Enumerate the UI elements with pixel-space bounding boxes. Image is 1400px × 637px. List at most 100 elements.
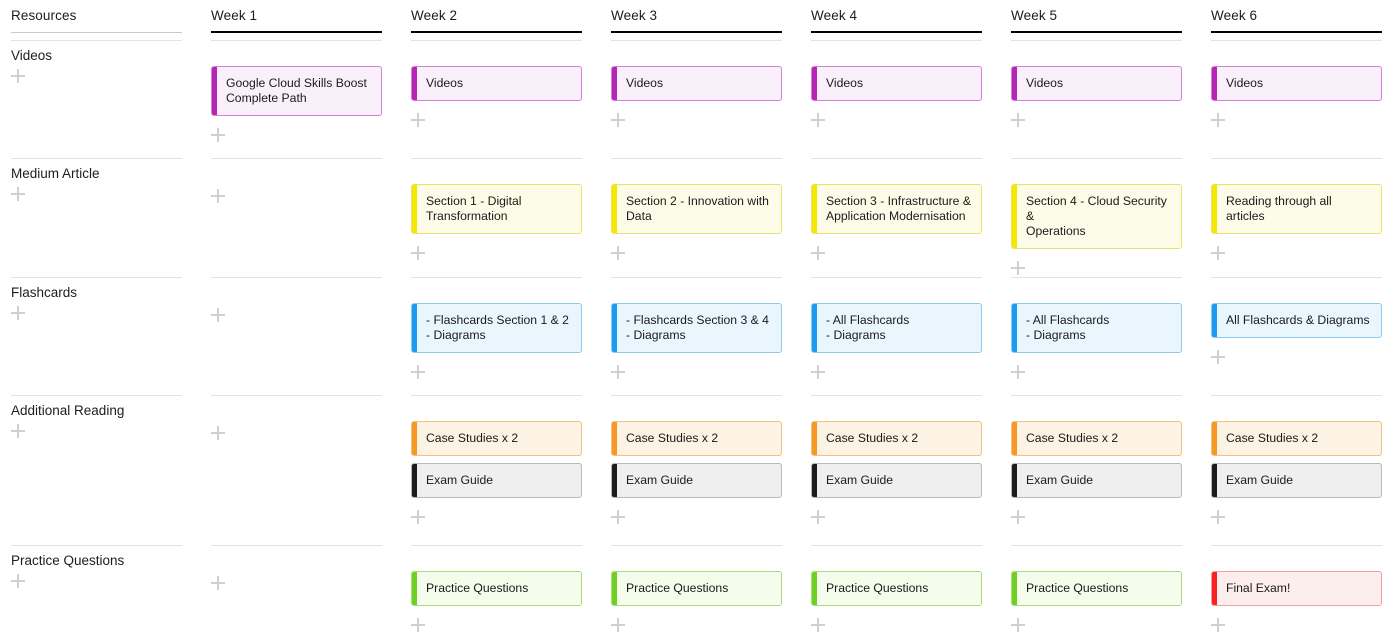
add-card-slot — [1011, 360, 1182, 379]
plus-icon[interactable] — [1211, 246, 1225, 260]
card[interactable]: Videos — [1211, 66, 1382, 101]
column-header-week4[interactable]: Week 4 — [800, 0, 1000, 40]
column-header-rule — [211, 31, 382, 33]
plus-icon[interactable] — [811, 365, 825, 379]
plus-icon[interactable] — [1011, 618, 1025, 632]
card-label: - Flashcards Section 1 & 2 - Diagrams — [426, 313, 569, 342]
card-label: Exam Guide — [426, 473, 494, 487]
plus-icon[interactable] — [1011, 261, 1025, 275]
card-label: Final Exam! — [1226, 581, 1291, 595]
card[interactable]: - Flashcards Section 1 & 2 - Diagrams — [411, 303, 582, 353]
row-label-practice: Practice Questions — [11, 553, 125, 568]
card[interactable]: Exam Guide — [411, 463, 582, 498]
card-accent-bar — [1212, 304, 1217, 337]
cell-week4-practice: Practice Questions — [800, 545, 1000, 637]
card[interactable]: Videos — [1011, 66, 1182, 101]
card[interactable]: Practice Questions — [411, 571, 582, 606]
cell-week5-additional: Case Studies x 2 Exam Guide — [1000, 395, 1200, 545]
card[interactable]: Videos — [811, 66, 982, 101]
plus-icon[interactable] — [1011, 510, 1025, 524]
cell-content: Google Cloud Skills Boost Complete Path — [211, 40, 382, 142]
card[interactable]: Practice Questions — [811, 571, 982, 606]
card-label: Practice Questions — [826, 581, 929, 595]
plus-icon[interactable] — [611, 510, 625, 524]
plus-icon[interactable] — [211, 128, 225, 142]
plus-icon[interactable] — [611, 113, 625, 127]
plus-icon[interactable] — [11, 69, 25, 83]
card-accent-bar — [412, 304, 417, 352]
plus-icon[interactable] — [1211, 113, 1225, 127]
card[interactable]: Case Studies x 2 — [411, 421, 582, 456]
card[interactable]: Section 2 - Innovation with Data — [611, 184, 782, 234]
plus-icon[interactable] — [411, 246, 425, 260]
column-header-label: Week 4 — [811, 8, 858, 23]
card[interactable]: Case Studies x 2 — [1011, 421, 1182, 456]
add-card-slot — [11, 419, 182, 438]
plus-icon[interactable] — [1211, 618, 1225, 632]
plus-icon[interactable] — [11, 574, 25, 588]
card[interactable]: Practice Questions — [611, 571, 782, 606]
column-header-resources[interactable]: Resources — [0, 0, 200, 40]
card[interactable]: All Flashcards & Diagrams — [1211, 303, 1382, 338]
card[interactable]: - All Flashcards - Diagrams — [811, 303, 982, 353]
card[interactable]: Exam Guide — [811, 463, 982, 498]
plus-icon[interactable] — [211, 426, 225, 440]
plus-icon[interactable] — [211, 189, 225, 203]
add-card-slot — [11, 301, 182, 320]
plus-icon[interactable] — [411, 510, 425, 524]
card[interactable]: Videos — [411, 66, 582, 101]
plus-icon[interactable] — [11, 187, 25, 201]
plus-icon[interactable] — [11, 424, 25, 438]
card-label: Exam Guide — [826, 473, 894, 487]
plus-icon[interactable] — [811, 618, 825, 632]
card[interactable]: Section 1 - Digital Transformation — [411, 184, 582, 234]
column-header-week6[interactable]: Week 6 — [1200, 0, 1400, 40]
row-divider — [211, 40, 382, 41]
card-accent-bar — [1212, 464, 1217, 497]
plus-icon[interactable] — [1211, 510, 1225, 524]
plus-icon[interactable] — [1211, 350, 1225, 364]
plus-icon[interactable] — [11, 306, 25, 320]
card[interactable]: - Flashcards Section 3 & 4 - Diagrams — [611, 303, 782, 353]
card[interactable]: Case Studies x 2 — [1211, 421, 1382, 456]
column-header-week1[interactable]: Week 1 — [200, 0, 400, 40]
card[interactable]: Final Exam! — [1211, 571, 1382, 606]
card[interactable]: Exam Guide — [1011, 463, 1182, 498]
card[interactable]: Section 3 - Infrastructure & Application… — [811, 184, 982, 234]
card[interactable]: Case Studies x 2 — [811, 421, 982, 456]
plus-icon[interactable] — [811, 510, 825, 524]
add-card-slot — [411, 505, 582, 524]
plus-icon[interactable] — [811, 113, 825, 127]
row-divider — [411, 40, 582, 41]
card-label: All Flashcards & Diagrams — [1226, 313, 1370, 327]
cell-content: Case Studies x 2 Exam Guide — [411, 395, 582, 524]
card[interactable]: Practice Questions — [1011, 571, 1182, 606]
plus-icon[interactable] — [211, 576, 225, 590]
add-card-slot — [811, 108, 982, 127]
card[interactable]: Reading through all articles — [1211, 184, 1382, 234]
plus-icon[interactable] — [1011, 113, 1025, 127]
plus-icon[interactable] — [411, 618, 425, 632]
column-header-week5[interactable]: Week 5 — [1000, 0, 1200, 40]
plus-icon[interactable] — [611, 246, 625, 260]
cell-week3-practice: Practice Questions — [600, 545, 800, 637]
plus-icon[interactable] — [811, 246, 825, 260]
card[interactable]: - All Flashcards - Diagrams — [1011, 303, 1182, 353]
card[interactable]: Section 4 - Cloud Security & Operations — [1011, 184, 1182, 249]
add-card-slot — [611, 505, 782, 524]
column-header-week2[interactable]: Week 2 — [400, 0, 600, 40]
plus-icon[interactable] — [611, 618, 625, 632]
row-divider — [1211, 158, 1382, 159]
plus-icon[interactable] — [611, 365, 625, 379]
card[interactable]: Google Cloud Skills Boost Complete Path — [211, 66, 382, 116]
card[interactable]: Exam Guide — [1211, 463, 1382, 498]
card[interactable]: Videos — [611, 66, 782, 101]
plus-icon[interactable] — [1011, 365, 1025, 379]
card[interactable]: Case Studies x 2 — [611, 421, 782, 456]
column-header-week3[interactable]: Week 3 — [600, 0, 800, 40]
row-divider — [11, 277, 182, 278]
plus-icon[interactable] — [411, 365, 425, 379]
plus-icon[interactable] — [211, 308, 225, 322]
plus-icon[interactable] — [411, 113, 425, 127]
card[interactable]: Exam Guide — [611, 463, 782, 498]
